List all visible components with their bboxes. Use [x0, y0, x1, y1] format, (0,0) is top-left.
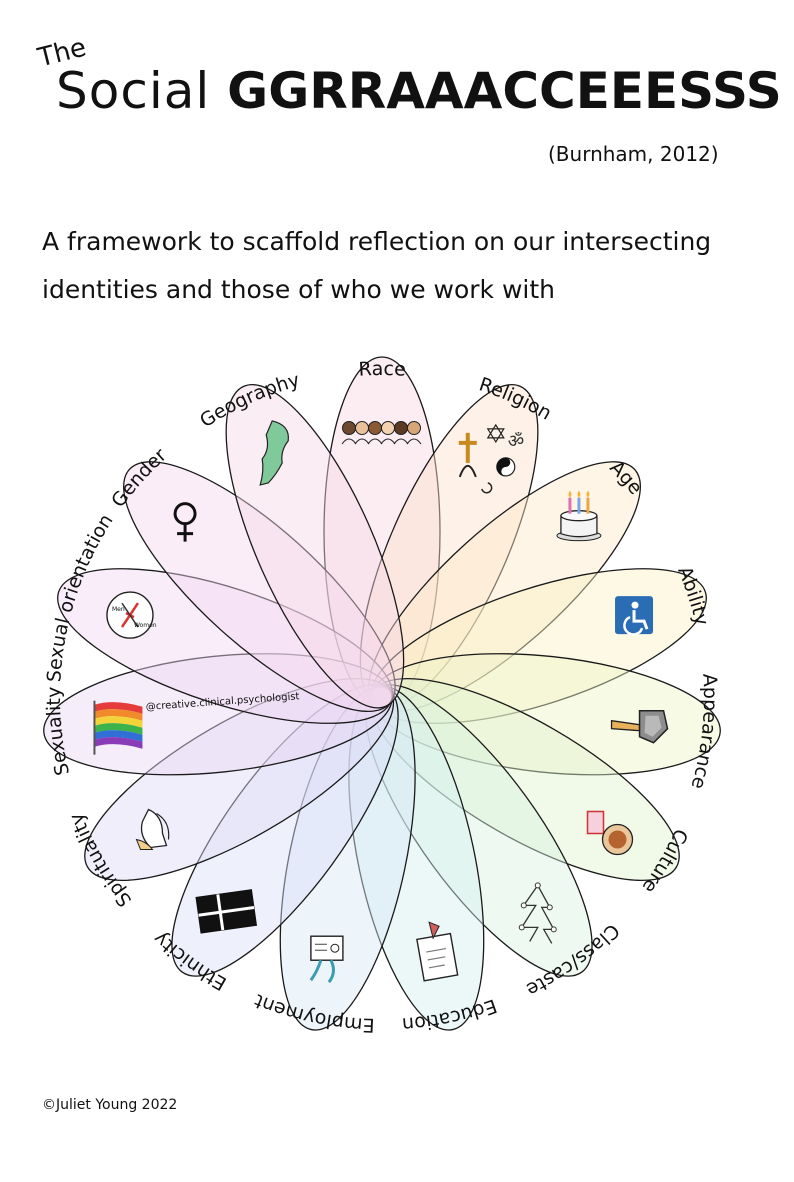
- hand-mirror-icon: [610, 709, 669, 744]
- rainbow-flag-icon: [93, 700, 143, 755]
- birthday-cake-icon: [556, 490, 602, 542]
- compass-men-label: Men: [112, 606, 125, 613]
- subtitle: A framework to scaffold reflection on ou…: [42, 227, 712, 304]
- employment-badge-icon: [309, 935, 344, 984]
- hierarchy-icon: [518, 882, 557, 944]
- venus-symbol-icon: [173, 502, 197, 542]
- map-icon: [259, 420, 289, 486]
- diverse-people-icon: [341, 421, 422, 445]
- citation: (Burnham, 2012): [548, 142, 719, 166]
- diploma-icon: [416, 921, 459, 982]
- title-acronym: GGRRAAACCEEESSS: [227, 62, 782, 120]
- page-title: Social GGRRAAACCEEESSS: [56, 62, 782, 120]
- praying-hands-icon: [135, 808, 170, 850]
- copyright-credit: ©Juliet Young 2022: [42, 1097, 178, 1113]
- label-race: Race: [358, 358, 406, 381]
- accessibility-icon: [615, 596, 654, 636]
- svg-text:ॐ: ॐ: [508, 431, 524, 452]
- food-and-drink-icon: [586, 810, 634, 856]
- compass-women-label: Women: [134, 622, 157, 629]
- religious-symbols-icon: ॐ: [458, 423, 524, 494]
- flag-icon: [195, 889, 258, 934]
- title-word: Social: [56, 62, 211, 120]
